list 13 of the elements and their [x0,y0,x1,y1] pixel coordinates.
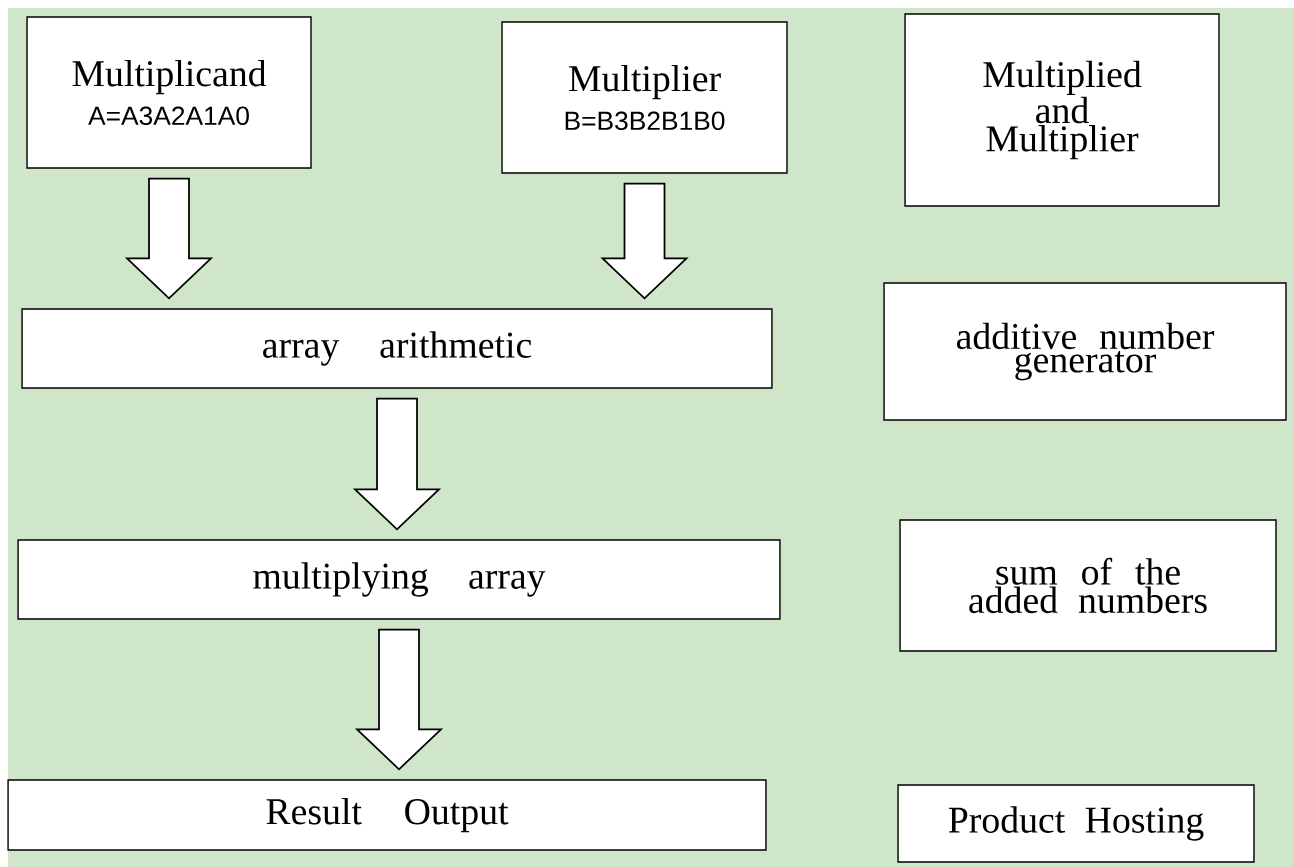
input-box: Multiplicand A=A3A2A1A0 [26,16,312,169]
description-box: additive number generator [883,282,1287,421]
process-box: array arithmetic [21,308,773,389]
block-arrow [352,397,442,531]
description-box: Multiplied and Multiplier [904,13,1220,207]
block-arrow [124,177,214,300]
input-box: Multiplier B=B3B2B1B0 [501,21,788,174]
process-box: multiplying array [17,539,781,620]
description-box: sum of the added numbers [899,519,1277,652]
output-box: Result Output [7,779,767,851]
block-arrow [354,628,444,771]
block-arrow [600,182,689,300]
description-box: Product Hosting [897,784,1255,863]
